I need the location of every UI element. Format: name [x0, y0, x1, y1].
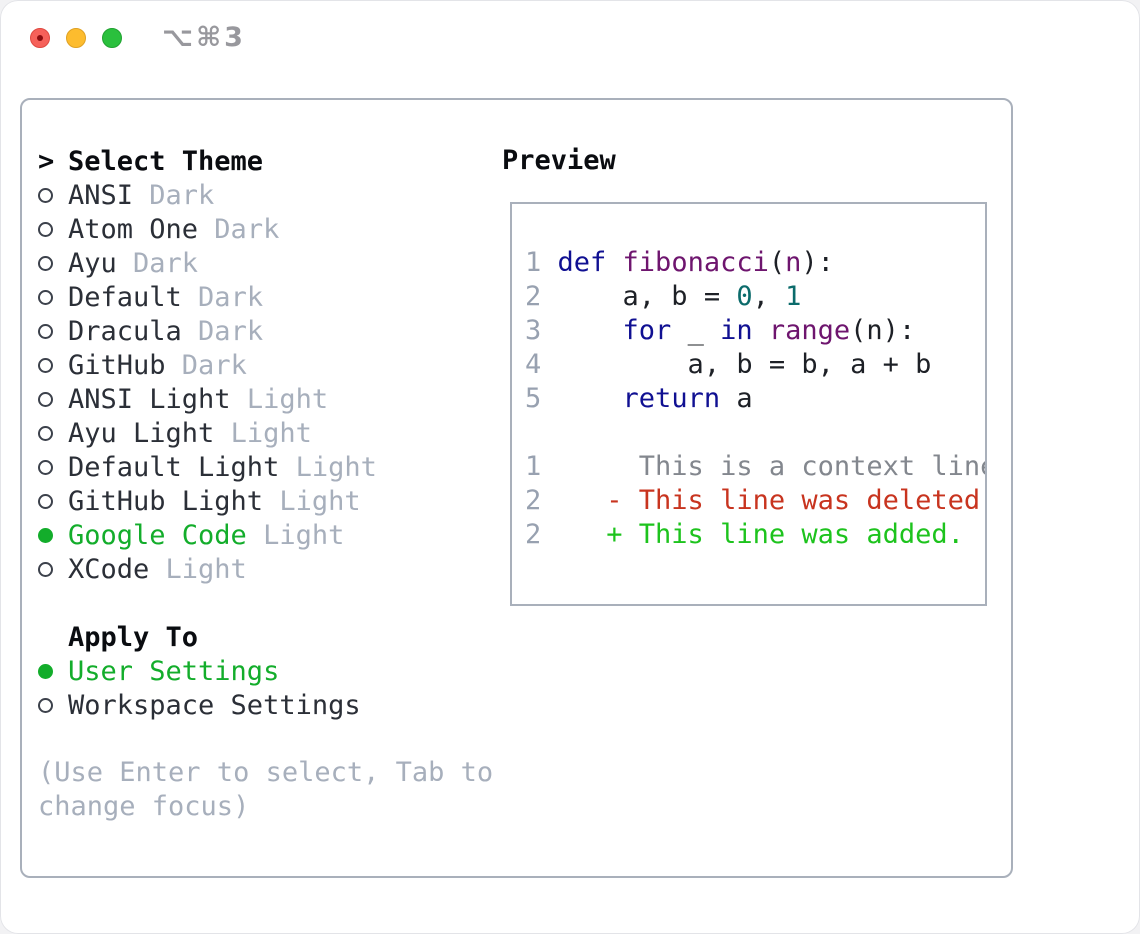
theme-item-default[interactable]: Default Dark — [38, 280, 493, 314]
theme-name-label: GitHub — [68, 349, 166, 381]
theme-variant-label: Light — [263, 485, 361, 517]
theme-name-label: ANSI Light — [68, 383, 231, 415]
preview-header-label: Preview — [502, 145, 616, 176]
radio-icon[interactable] — [38, 323, 68, 339]
theme-variant-label: Light — [279, 451, 377, 483]
hint-line: change focus) — [38, 791, 250, 822]
apply-to-option-user-settings[interactable]: User Settings — [38, 654, 493, 688]
window-title: ⌥⌘3 — [162, 22, 246, 53]
spacer — [38, 586, 493, 620]
theme-item-google-code[interactable]: Google Code Light — [38, 518, 493, 552]
theme-name-label: ANSI — [68, 179, 134, 211]
radio-icon[interactable] — [38, 425, 68, 441]
preview-line: 2 a, b = 0, 1 — [525, 281, 802, 312]
minimize-button-icon[interactable] — [66, 27, 86, 48]
title-bar: ⌥⌘3 — [0, 0, 1140, 75]
preview-line — [525, 416, 985, 450]
theme-item-atom-one[interactable]: Atom One Dark — [38, 212, 493, 246]
radio-icon[interactable] — [38, 289, 68, 305]
theme-name-label: XCode — [68, 553, 150, 585]
hint-line: (Use Enter to select, Tab to — [38, 757, 494, 788]
theme-variant-label: Dark — [116, 247, 199, 279]
theme-name-label: Default — [68, 281, 182, 313]
radio-icon[interactable] — [38, 391, 68, 407]
theme-item-ansi[interactable]: ANSI Dark — [38, 178, 493, 212]
zoom-button-icon[interactable] — [102, 27, 122, 48]
theme-item-ansi-light[interactable]: ANSI Light Light — [38, 382, 493, 416]
theme-name-label: Ayu — [68, 247, 117, 279]
theme-variant-label: Light — [230, 383, 329, 415]
theme-variant-label: Dark — [181, 281, 264, 313]
preview-line: 1 def fibonacci(n): — [525, 247, 834, 278]
theme-variant-label: Dark — [198, 213, 280, 245]
theme-name-label: Dracula — [68, 315, 182, 347]
radio-icon[interactable] — [38, 255, 68, 271]
radio-selected-icon[interactable] — [38, 527, 68, 543]
apply-to-header: Apply To — [38, 620, 493, 654]
theme-item-xcode[interactable]: XCode Light — [38, 552, 493, 586]
theme-name-label: GitHub Light — [68, 485, 264, 517]
apply-to-option-label: User Settings — [68, 655, 280, 687]
apply-to-header-label: Apply To — [68, 621, 199, 653]
select-theme-header-label: Select Theme — [68, 145, 264, 177]
theme-variant-label: Dark — [181, 315, 264, 347]
preview-line: 4 a, b = b, a + b — [525, 349, 932, 380]
theme-item-default-light[interactable]: Default Light Light — [38, 450, 493, 484]
theme-variant-label: Dark — [165, 349, 247, 381]
theme-item-dracula[interactable]: Dracula Dark — [38, 314, 493, 348]
apply-to-option-label: Workspace Settings — [68, 689, 361, 721]
radio-icon[interactable] — [38, 561, 68, 577]
apply-to-option-workspace-settings[interactable]: Workspace Settings — [38, 688, 493, 722]
theme-item-github-light[interactable]: GitHub Light Light — [38, 484, 493, 518]
radio-icon[interactable] — [38, 459, 68, 475]
close-button-icon[interactable] — [30, 27, 50, 48]
theme-name-label: Default Light — [68, 451, 280, 483]
radio-icon[interactable] — [38, 187, 68, 203]
theme-name-label: Ayu Light — [68, 417, 215, 449]
theme-variant-label: Light — [149, 553, 247, 585]
focus-caret-icon: > — [38, 145, 55, 177]
radio-icon[interactable] — [38, 357, 68, 373]
preview-line: 2 + This line was added. — [525, 519, 964, 550]
theme-item-github[interactable]: GitHub Dark — [38, 348, 493, 382]
radio-icon[interactable] — [38, 221, 68, 237]
radio-selected-icon[interactable] — [38, 663, 68, 679]
theme-name-label: Google Code — [68, 519, 247, 551]
spacer — [38, 722, 493, 756]
theme-variant-label: Light — [214, 417, 312, 449]
theme-item-ayu-light[interactable]: Ayu Light Light — [38, 416, 493, 450]
theme-item-ayu[interactable]: Ayu Dark — [38, 246, 493, 280]
preview-line: 1 This is a context line. — [525, 451, 987, 482]
radio-icon[interactable] — [38, 697, 68, 713]
theme-variant-label: Light — [246, 519, 345, 551]
preview-line: 5 return a — [525, 383, 753, 414]
theme-name-label: Atom One — [68, 213, 199, 245]
select-theme-header: > Select Theme — [38, 144, 493, 178]
preview-line: 2 - This line was deleted. — [525, 485, 987, 516]
radio-icon[interactable] — [38, 493, 68, 509]
preview-line: 3 for _ in range(n): — [525, 315, 916, 346]
theme-variant-label: Dark — [133, 179, 215, 211]
